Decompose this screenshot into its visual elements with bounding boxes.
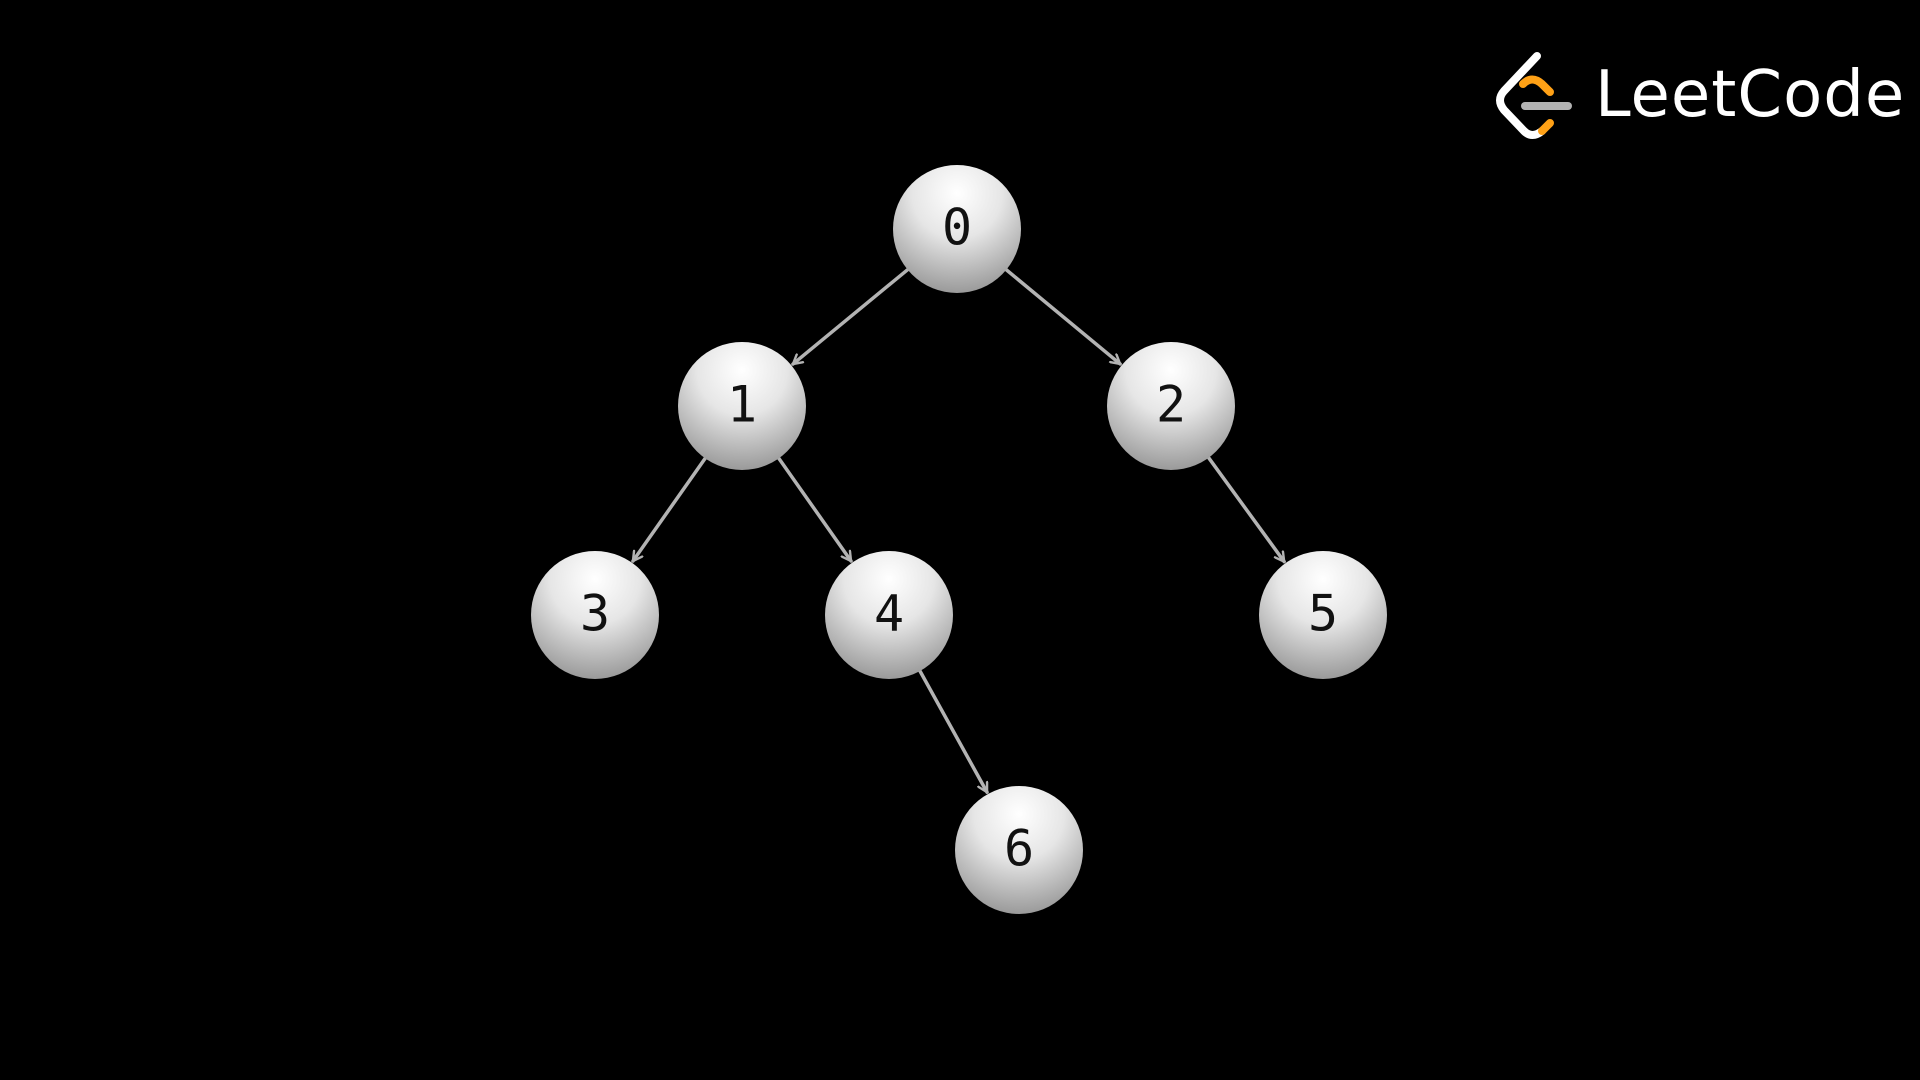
edge-0-2 [1003, 267, 1122, 366]
node-label: 6 [1004, 820, 1034, 878]
logo-text: LeetCode [1595, 58, 1906, 132]
edge-2-5 [1206, 455, 1286, 564]
node-circle [825, 551, 953, 679]
node-label: 3 [580, 585, 610, 643]
tree-node-4: 4 [825, 551, 953, 679]
edge-4-6 [917, 668, 989, 794]
node-label: 4 [874, 585, 904, 643]
edge-1-4 [776, 455, 853, 563]
tree-node-3: 3 [531, 551, 659, 679]
edge-1-3 [631, 455, 708, 563]
edge-0-1 [791, 267, 911, 366]
tree-node-1: 1 [678, 342, 806, 470]
leetcode-logo-icon [1496, 52, 1572, 139]
nodes-layer: 0 1 2 3 4 5 6 [531, 165, 1387, 914]
node-circle [678, 342, 806, 470]
tree-node-0: 0 [893, 165, 1021, 293]
node-circle [531, 551, 659, 679]
tree-node-2: 2 [1107, 342, 1235, 470]
node-label: 5 [1308, 585, 1338, 643]
leetcode-logo: LeetCode [1490, 50, 1904, 150]
node-circle [955, 786, 1083, 914]
node-circle [1107, 342, 1235, 470]
node-circle [1259, 551, 1387, 679]
node-label: 2 [1156, 376, 1186, 434]
tree-node-5: 5 [1259, 551, 1387, 679]
node-label: 0 [942, 199, 972, 257]
tree-node-6: 6 [955, 786, 1083, 914]
edges-layer [631, 267, 1286, 794]
node-label: 1 [727, 376, 757, 434]
node-circle [893, 165, 1021, 293]
